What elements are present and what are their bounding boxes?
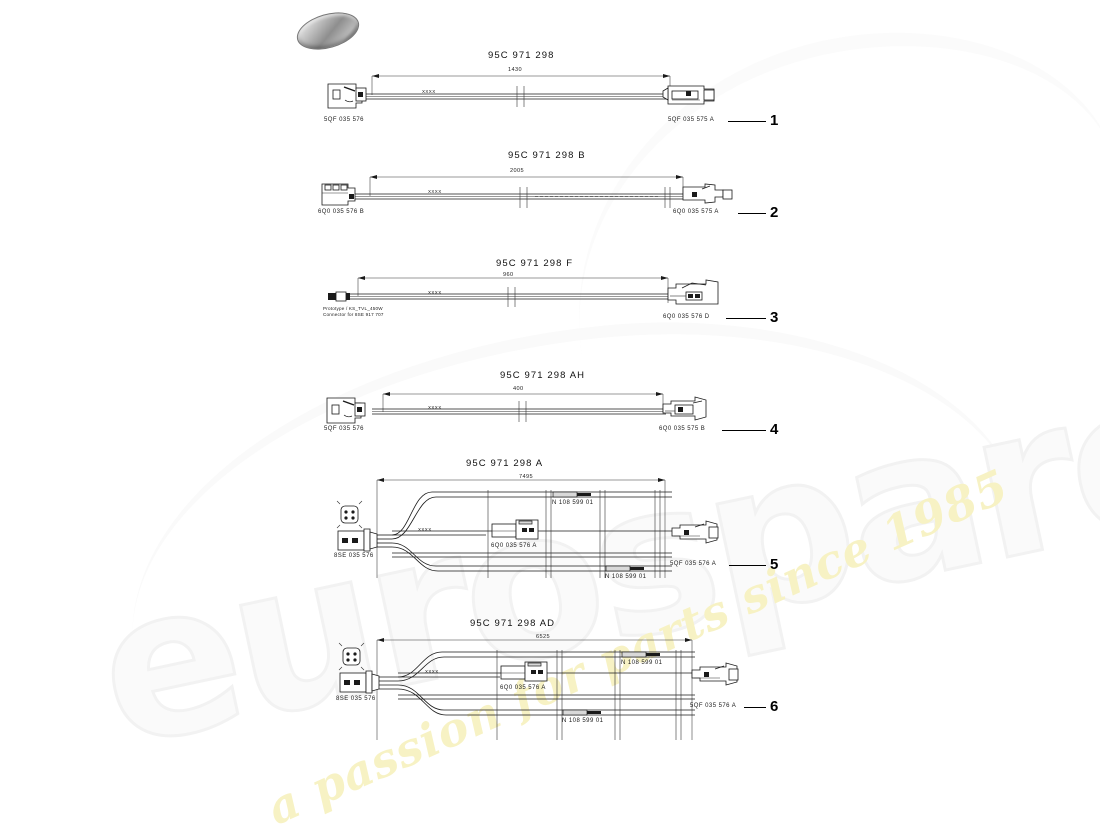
harness-title-5: 95C 971 298 A bbox=[466, 458, 544, 469]
harness-wire-code-5: XXXX bbox=[418, 527, 432, 532]
harness-title-3: 95C 971 298 F bbox=[496, 258, 574, 269]
harness-dimension-5: 7495 bbox=[519, 474, 534, 480]
clip-label-top-6: N 108 599 01 bbox=[621, 660, 663, 666]
harness-wire-code-1: XXXX bbox=[422, 89, 436, 94]
item-number-1: 1 bbox=[770, 112, 779, 129]
harness-drawing-1 bbox=[327, 74, 715, 109]
harness-title-6: 95C 971 298 AD bbox=[470, 618, 556, 629]
connector-label-right-1: 5QF 035 575 A bbox=[668, 117, 715, 123]
harness-dimension-6: 6525 bbox=[536, 634, 551, 640]
harness-drawing-6 bbox=[338, 638, 739, 740]
connector-label-left-4: 5QF 035 576 bbox=[324, 426, 364, 432]
harness-drawing-5 bbox=[336, 478, 719, 578]
connector-label-left-6: 8SE 035 576 bbox=[336, 696, 376, 702]
harness-dimension-2: 2005 bbox=[510, 168, 525, 174]
clip-label-bottom-5: N 108 599 01 bbox=[605, 574, 647, 580]
connector-label-right-6: 5QF 035 576 A bbox=[690, 703, 737, 709]
connector-label-right-2: 6Q0 035 575 A bbox=[673, 209, 719, 215]
connector-label-mid-5: 6Q0 035 576 A bbox=[491, 543, 537, 549]
harness-title-2: 95C 971 298 B bbox=[508, 150, 586, 161]
harness-wire-code-2: XXXX bbox=[428, 189, 442, 194]
connector-label-mid-6: 6Q0 035 576 A bbox=[500, 685, 546, 691]
harness-title-1: 95C 971 298 bbox=[488, 50, 555, 61]
connector-label-left-2: 6Q0 035 576 B bbox=[318, 209, 365, 215]
leader-line-1 bbox=[728, 121, 766, 122]
harness-dimension-4: 400 bbox=[513, 386, 524, 392]
harness-drawing-2 bbox=[321, 175, 733, 208]
leader-line-2 bbox=[738, 213, 766, 214]
item-number-6: 6 bbox=[770, 698, 779, 715]
harness-wire-code-6: XXXX bbox=[425, 669, 439, 674]
harness-dimension-3: 960 bbox=[503, 272, 514, 278]
parts-diagram-sheet: eurospares eurospares a passion for part… bbox=[77, 0, 1100, 835]
connector-label-right-4: 6Q0 035 575 B bbox=[659, 426, 706, 432]
leader-line-4 bbox=[722, 430, 766, 431]
item-number-2: 2 bbox=[770, 204, 779, 221]
connector-label-left-5: 8SE 035 576 bbox=[334, 553, 374, 559]
item-number-4: 4 bbox=[770, 421, 779, 438]
leader-line-3 bbox=[726, 318, 766, 319]
leader-line-5 bbox=[729, 565, 766, 566]
connector-label-right-5: 5QF 035 576 A bbox=[670, 561, 717, 567]
clip-label-top-5: N 108 599 01 bbox=[552, 500, 594, 506]
harness-drawing-4 bbox=[326, 392, 707, 424]
prototype-note-line-2: Connector for 8SE 917 707 bbox=[323, 312, 384, 317]
leader-line-6 bbox=[744, 707, 766, 708]
prototype-note-line-1: Prototype / KS_TVL_450W bbox=[323, 306, 383, 311]
item-number-3: 3 bbox=[770, 309, 779, 326]
connector-label-right-3: 6Q0 035 576 D bbox=[663, 314, 710, 320]
harness-drawing-3 bbox=[328, 276, 719, 307]
harness-wire-code-4: XXXX bbox=[428, 405, 442, 410]
harness-title-4: 95C 971 298 AH bbox=[500, 370, 586, 381]
harness-dimension-1: 1430 bbox=[508, 67, 523, 73]
item-number-5: 5 bbox=[770, 556, 779, 573]
connector-label-left-1: 5QF 035 576 bbox=[324, 117, 364, 123]
harness-wire-code-3: XXXX bbox=[428, 290, 442, 295]
clip-label-bottom-6: N 108 599 01 bbox=[562, 718, 604, 724]
